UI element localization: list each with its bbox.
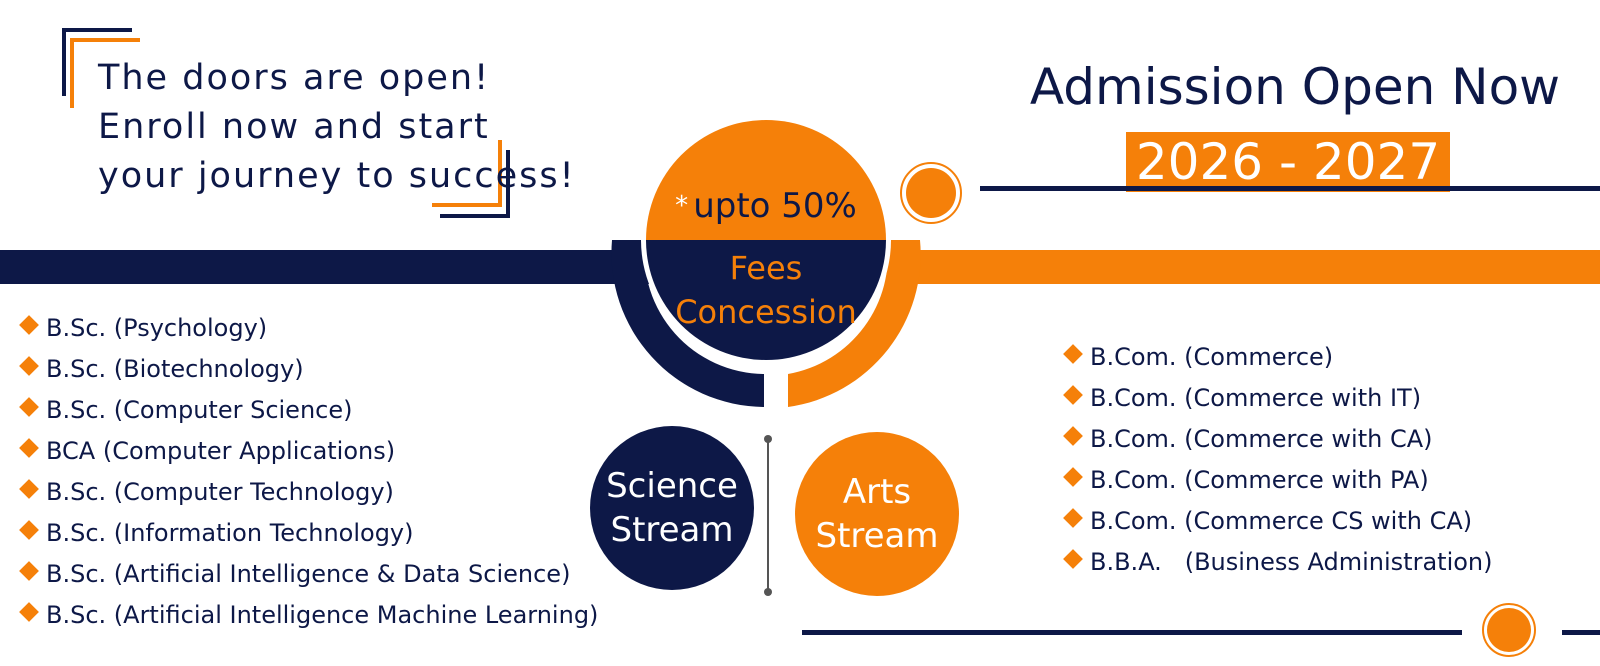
bracket-top-left-navy-h bbox=[62, 28, 132, 32]
list-item: B.Sc. (Information Technology) bbox=[19, 518, 598, 559]
bracket-bottom-right-navy-h bbox=[440, 214, 510, 218]
diamond-bullet-icon bbox=[19, 479, 39, 499]
bracket-top-left-orange-h bbox=[70, 38, 140, 42]
concession-label: Fees Concession bbox=[646, 246, 886, 334]
year-text: 2026 - 2027 bbox=[1135, 133, 1441, 191]
concession-graphic bbox=[611, 115, 962, 407]
science-stream-badge: Science Stream bbox=[590, 426, 754, 590]
arts-course-list: B.Com. (Commerce) B.Com. (Commerce with … bbox=[1063, 342, 1493, 588]
list-item: BCA (Computer Applications) bbox=[19, 436, 598, 477]
diamond-bullet-icon bbox=[19, 397, 39, 417]
science-course-list: B.Sc. (Psychology) B.Sc. (Biotechnology)… bbox=[19, 313, 598, 641]
list-item: B.Com. (Commerce) bbox=[1063, 342, 1493, 383]
concession-label-line-1: Fees bbox=[729, 249, 803, 287]
list-item: B.Sc. (Computer Technology) bbox=[19, 477, 598, 518]
arts-stream-line-2: Stream bbox=[815, 516, 939, 556]
list-item: B.Com. (Commerce with PA) bbox=[1063, 465, 1493, 506]
list-item: B.Com. (Commerce with IT) bbox=[1063, 383, 1493, 424]
tagline-line-3: your journey to success! bbox=[98, 156, 576, 196]
navy-band bbox=[0, 250, 650, 284]
diamond-bullet-icon bbox=[19, 356, 39, 376]
list-item: B.Sc. (Biotechnology) bbox=[19, 354, 598, 395]
list-item: B.B.A. (Business Administration) bbox=[1063, 547, 1493, 588]
bracket-bottom-right-orange-v bbox=[498, 140, 502, 207]
small-dot bbox=[906, 168, 956, 218]
tagline-line-2: Enroll now and start bbox=[98, 107, 490, 147]
diamond-bullet-icon bbox=[1063, 426, 1083, 446]
arts-stream-line-1: Arts bbox=[842, 472, 912, 512]
concession-percentage: upto 50% bbox=[693, 186, 857, 226]
stream-divider-bottom-dot bbox=[764, 588, 772, 596]
concession-offer: * upto 50% bbox=[646, 186, 886, 226]
disc-bottom-navy bbox=[646, 240, 886, 360]
list-item: B.Sc. (Computer Science) bbox=[19, 395, 598, 436]
diamond-bullet-icon bbox=[19, 602, 39, 622]
bottom-dot bbox=[1487, 608, 1531, 652]
bottom-line-right bbox=[1562, 630, 1600, 635]
tagline: The doors are open! Enroll now and start… bbox=[98, 54, 576, 201]
bottom-line-left bbox=[802, 630, 1462, 635]
diamond-bullet-icon bbox=[1063, 549, 1083, 569]
diamond-bullet-icon bbox=[19, 315, 39, 335]
orange-half-ring bbox=[788, 240, 921, 407]
concession-label-line-2: Concession bbox=[675, 293, 857, 331]
list-item: B.Com. (Commerce CS with CA) bbox=[1063, 506, 1493, 547]
tagline-line-1: The doors are open! bbox=[98, 58, 491, 98]
diamond-bullet-icon bbox=[19, 561, 39, 581]
science-stream-line-2: Stream bbox=[610, 510, 734, 550]
bracket-bottom-right-orange-h bbox=[432, 203, 502, 207]
list-item: B.Sc. (Artificial Intelligence & Data Sc… bbox=[19, 559, 598, 600]
navy-half-ring bbox=[611, 240, 764, 407]
title-underline bbox=[980, 186, 1600, 191]
stream-divider bbox=[767, 440, 769, 592]
bracket-top-left-navy-v bbox=[62, 28, 66, 96]
list-item: B.Sc. (Psychology) bbox=[19, 313, 598, 354]
asterisk-icon: * bbox=[675, 191, 689, 221]
diamond-bullet-icon bbox=[19, 520, 39, 540]
orange-band bbox=[900, 250, 1600, 284]
diamond-bullet-icon bbox=[1063, 344, 1083, 364]
list-item: B.Sc. (Artificial Intelligence Machine L… bbox=[19, 600, 598, 641]
bracket-bottom-right-navy-v bbox=[506, 150, 510, 218]
diamond-bullet-icon bbox=[19, 438, 39, 458]
bracket-top-left-orange-v bbox=[70, 38, 74, 108]
list-item: B.Com. (Commerce with CA) bbox=[1063, 424, 1493, 465]
diamond-bullet-icon bbox=[1063, 385, 1083, 405]
diamond-bullet-icon bbox=[1063, 467, 1083, 487]
arts-stream-badge: Arts Stream bbox=[795, 432, 959, 596]
year-badge: 2026 - 2027 bbox=[1126, 132, 1450, 192]
stream-divider-top-dot bbox=[764, 435, 772, 443]
diamond-bullet-icon bbox=[1063, 508, 1083, 528]
science-stream-line-1: Science bbox=[606, 466, 738, 506]
admission-title: Admission Open Now bbox=[1029, 58, 1561, 116]
disc-top-orange bbox=[646, 120, 886, 240]
